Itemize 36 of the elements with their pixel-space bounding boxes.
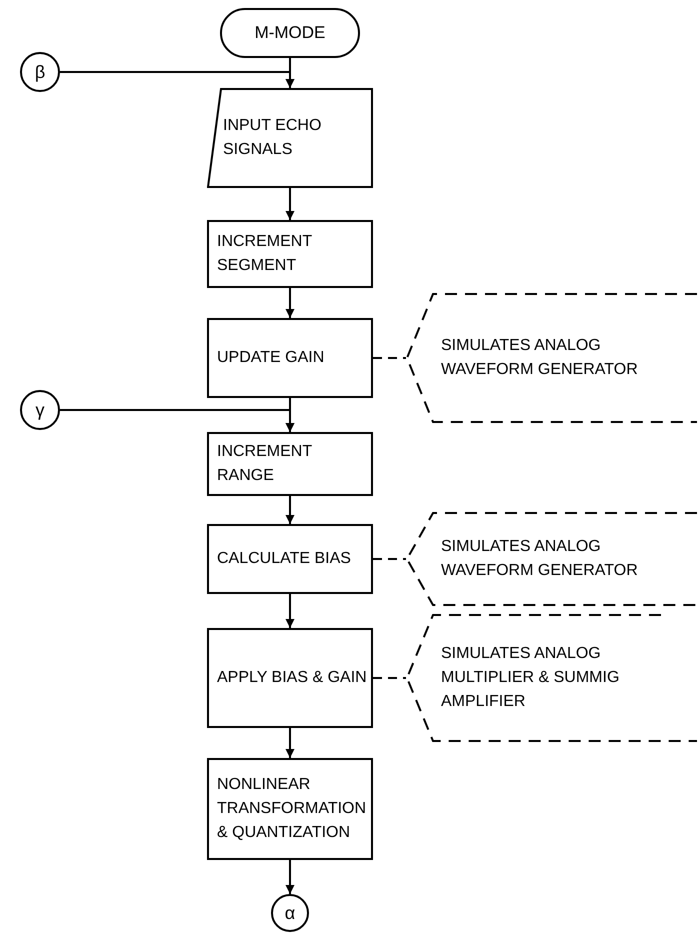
annotation-bracket: [405, 292, 697, 424]
annotation-bracket: [405, 511, 697, 607]
annotation-bracket: [405, 613, 697, 743]
connector-label: β: [34, 63, 46, 81]
terminal-shape: [220, 8, 360, 58]
annotation-text: SIMULATES ANALOG MULTIPLIER & SUMMIG AMPLIFIER: [441, 644, 620, 712]
node-text: M-MODE: [254, 22, 326, 44]
node-text: CALCULATE BIAS: [217, 549, 351, 569]
dashed-connector: [373, 558, 406, 560]
annotation-text: SIMULATES ANALOG WAVEFORM GENERATOR: [441, 336, 639, 380]
node-text: INCREMENT SEGMENT: [217, 232, 313, 276]
process-box: [207, 318, 373, 398]
connector-label: γ: [36, 401, 44, 419]
dashed-connector: [373, 677, 406, 679]
arrow: [286, 496, 294, 524]
node-text: INPUT ECHO SIGNALS: [223, 116, 322, 160]
node-text: APPLY BIAS & GAIN: [217, 668, 367, 688]
arrow: [286, 860, 294, 894]
annotation-text: SIMULATES ANALOG WAVEFORM GENERATOR: [441, 537, 639, 581]
process-box: [207, 758, 373, 860]
process-box: [207, 524, 373, 594]
process-box: [207, 220, 373, 288]
arrow: [286, 594, 294, 628]
node-text: NONLINEAR TRANSFORMATION & QUANTIZATION: [217, 775, 368, 843]
process-box: [207, 432, 373, 496]
arrow: [60, 71, 294, 88]
dashed-connector: [373, 357, 406, 359]
process-box: [207, 628, 373, 728]
arrow: [286, 188, 294, 220]
arrow: [286, 728, 294, 758]
connector-label: α: [284, 904, 296, 922]
input-shape: [207, 88, 373, 188]
node-text: INCREMENT RANGE: [217, 442, 313, 486]
node-text: UPDATE GAIN: [217, 348, 324, 368]
arrow: [286, 288, 294, 318]
arrow: [60, 409, 294, 432]
